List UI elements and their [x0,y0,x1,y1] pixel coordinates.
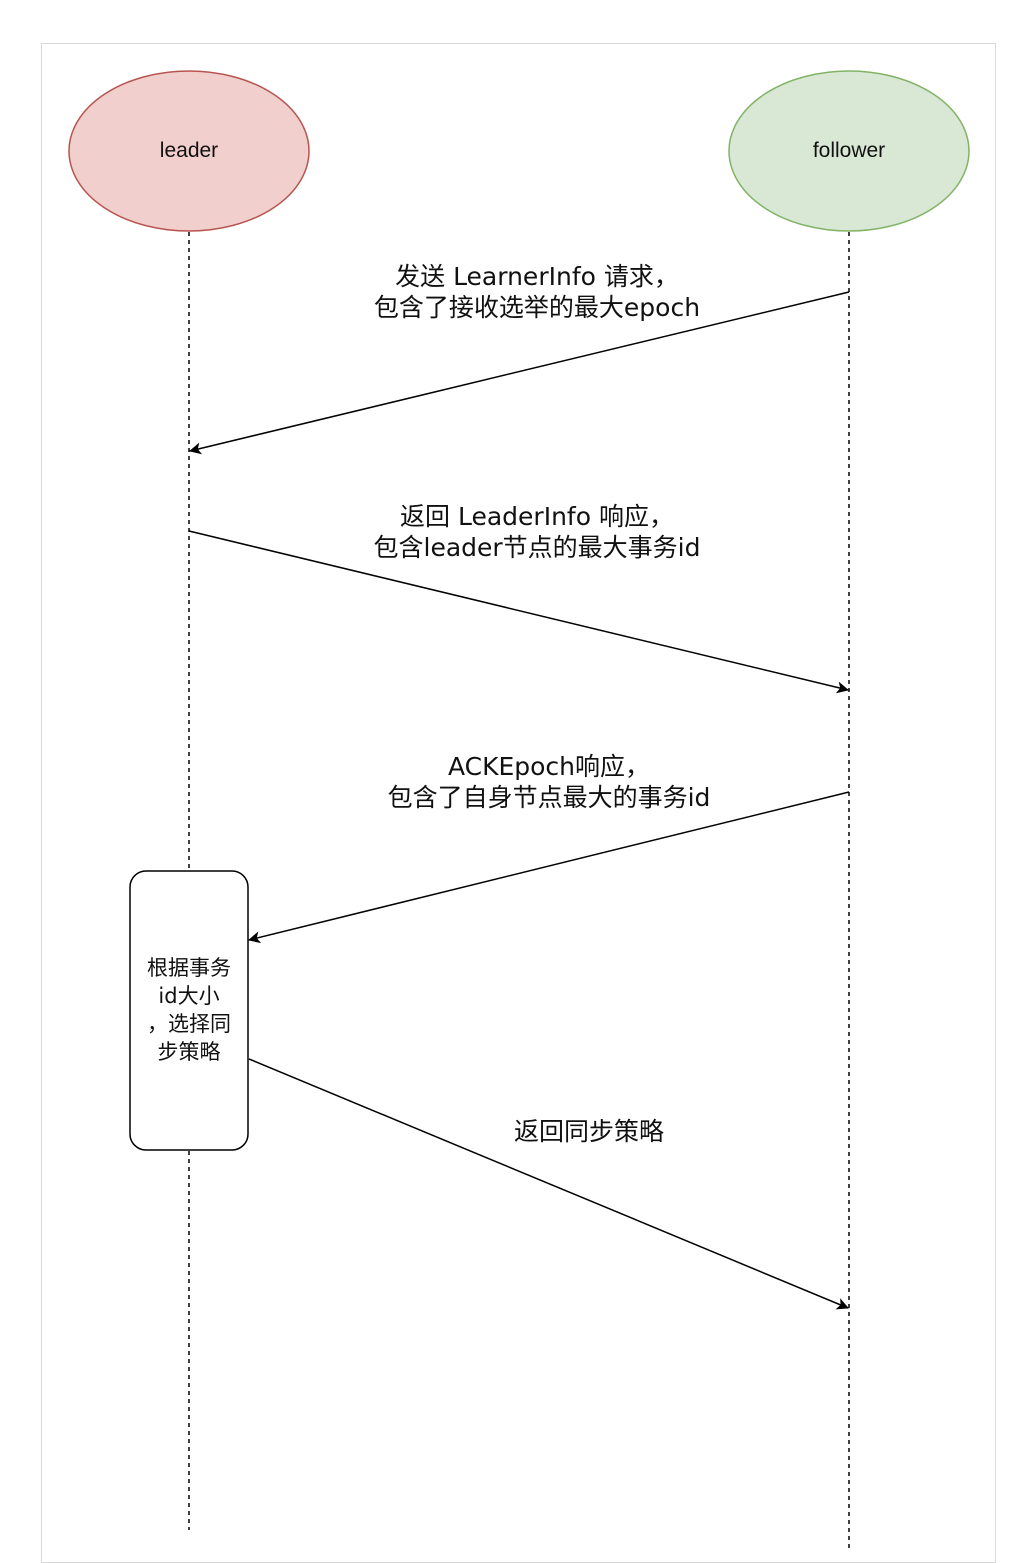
ackepoch-response-label: ACKEpoch响应， 包含了自身节点最大的事务id [388,751,711,813]
process-line: ，选择同 [147,1012,231,1036]
message-line: 返回同步策略 [513,1117,665,1146]
ackepoch-response-arrow [248,791,850,944]
process-line: 根据事务 [147,956,231,980]
leader-node[interactable] [68,70,310,232]
message-line: ACKEpoch响应， [447,752,651,781]
learnerinfo-request-label: 发送 LearnerInfo 请求， 包含了接收选举的最大epoch [374,261,700,323]
process-line: id大小 [158,984,220,1008]
message-line: 包含了接收选举的最大epoch [373,293,701,322]
leaderinfo-response-arrow [188,530,849,694]
message-line: 返回 LeaderInfo 响应， [400,502,674,531]
leader-label: leader [159,139,219,162]
message-line: 发送 LearnerInfo 请求， [395,262,679,291]
return-sync-strategy-arrow [248,1058,849,1310]
follower-label: follower [812,139,886,162]
sync-strategy-process-label: 根据事务 id大小 ，选择同 步策略 [131,954,247,1066]
sync-strategy-process-box[interactable] [129,870,249,1151]
message-line: 包含了自身节点最大的事务id [387,783,711,812]
follower-node[interactable] [728,70,970,232]
process-line: 步策略 [157,1040,221,1064]
return-sync-strategy-label: 返回同步策略 [514,1116,664,1147]
message-line: 包含leader节点的最大事务id [373,533,701,562]
leaderinfo-response-label: 返回 LeaderInfo 响应， 包含leader节点的最大事务id [374,501,701,563]
diagram-frame [41,43,996,1563]
learnerinfo-request-arrow [189,291,850,455]
